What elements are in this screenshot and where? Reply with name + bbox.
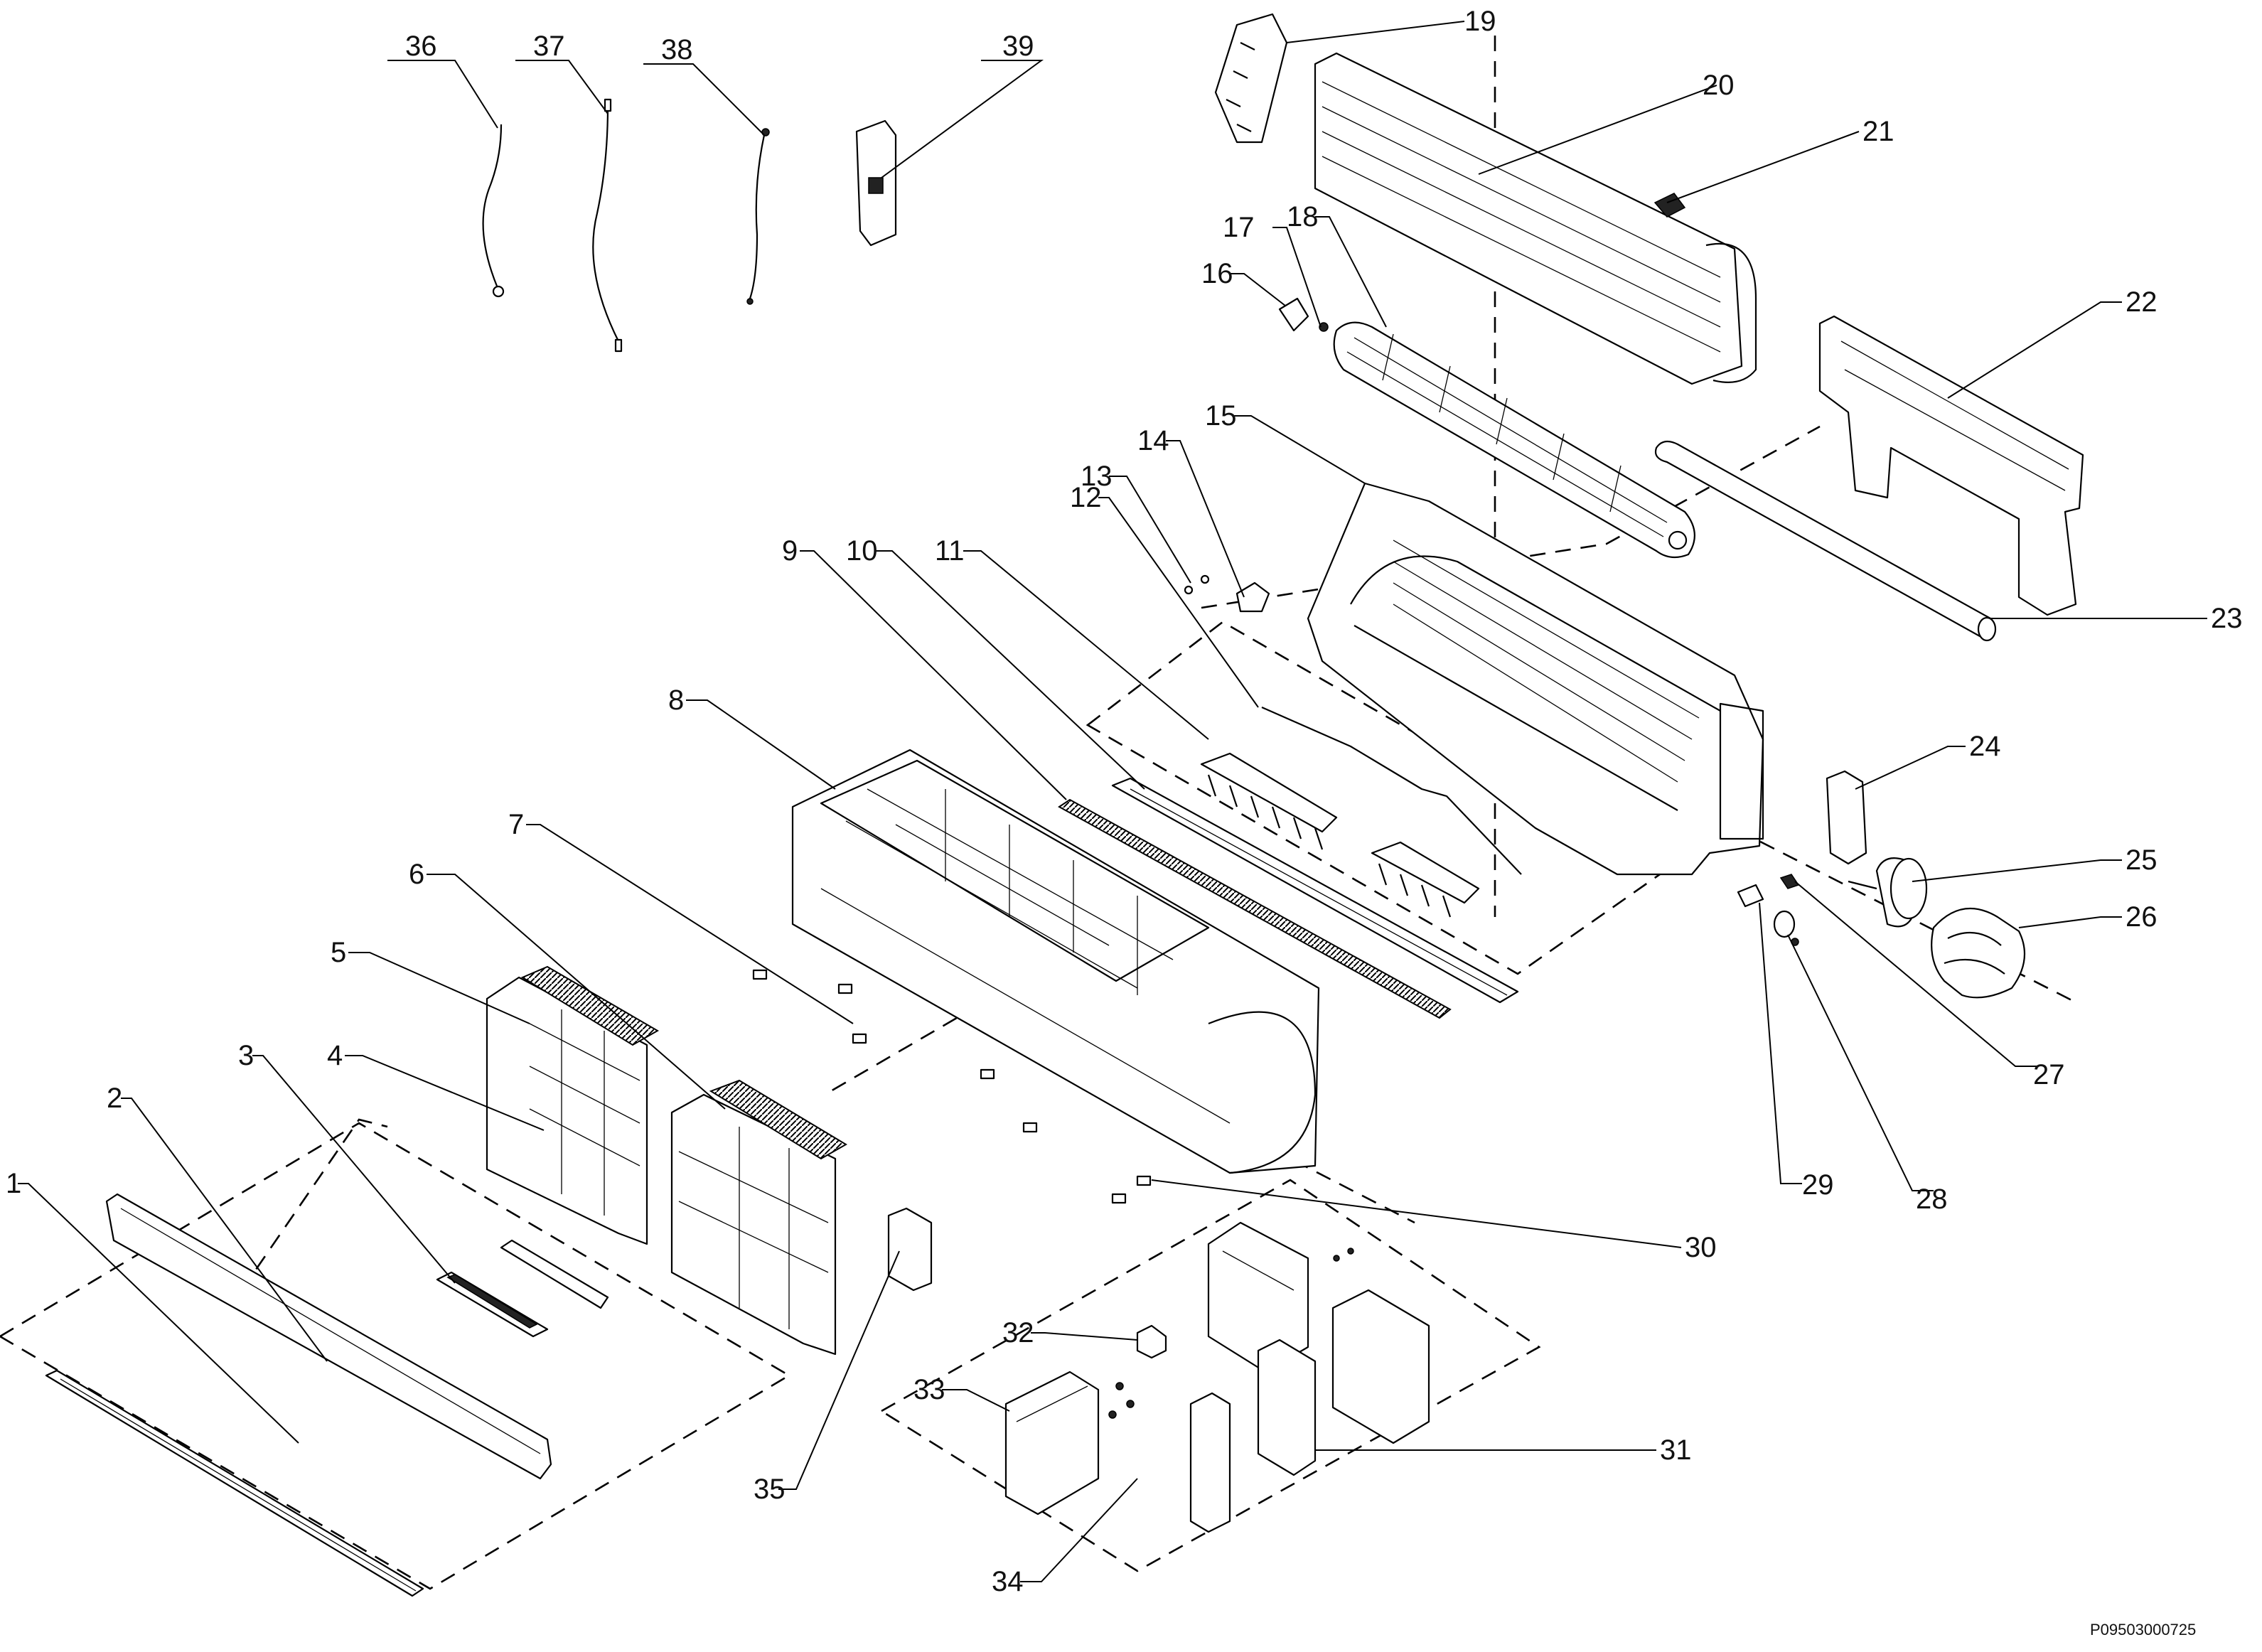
callout-13: 13 — [1081, 461, 1113, 492]
part-25-fan-motor — [1848, 857, 1928, 928]
part-4-5-left-filter — [486, 965, 660, 1245]
callout-28: 28 — [1916, 1184, 1948, 1215]
part-2-front-panel — [105, 1193, 552, 1480]
callout-10: 10 — [846, 535, 878, 567]
callout-36: 36 — [405, 31, 437, 62]
part-23-drain-hose — [1654, 440, 1997, 642]
assembly-guide-lines — [0, 36, 2076, 1590]
part-6-right-filter — [670, 1079, 847, 1356]
callout-29: 29 — [1802, 1169, 1834, 1201]
callout-11: 11 — [935, 535, 965, 567]
part-19-evaporator-bracket — [1214, 13, 1288, 144]
callout-5: 5 — [331, 937, 346, 968]
callout-19: 19 — [1464, 6, 1496, 37]
part-37-cable — [592, 98, 623, 353]
callout-39: 39 — [1002, 31, 1034, 62]
part-3-display-board — [436, 1271, 549, 1338]
part-22-mounting-plate — [1818, 315, 2084, 616]
part-13-14-louver-motor — [1184, 574, 1270, 613]
part-26-motor-cover — [1931, 907, 2026, 999]
part-35-cover-plate — [887, 1207, 933, 1292]
callout-21: 21 — [1862, 116, 1894, 147]
part-7-clips — [752, 969, 1152, 1204]
part-9-horizontal-louver — [1058, 798, 1452, 1019]
callout-32: 32 — [1002, 1317, 1034, 1348]
callout-6: 6 — [409, 859, 424, 890]
callout-16: 16 — [1201, 258, 1233, 289]
callout-30: 30 — [1685, 1232, 1717, 1263]
part-1-panel-strip — [45, 1369, 424, 1597]
callout-14: 14 — [1137, 425, 1169, 456]
callout-9: 9 — [782, 535, 798, 567]
part-20-evaporator — [1314, 52, 1757, 385]
callout-27: 27 — [2033, 1059, 2065, 1090]
part-24-motor-bracket — [1826, 770, 1867, 865]
part-39-remote-holder — [855, 119, 897, 247]
callout-20: 20 — [1703, 70, 1735, 101]
callout-4: 4 — [327, 1040, 343, 1071]
part-11-vertical-louvers — [1200, 752, 1480, 918]
part-hinge-bracket — [500, 1239, 609, 1309]
callout-35: 35 — [754, 1474, 786, 1505]
callout-31: 31 — [1660, 1434, 1692, 1466]
document-code: P09503000725 — [2090, 1621, 2196, 1638]
part-32-terminal — [1136, 1324, 1167, 1359]
callout-34: 34 — [992, 1566, 1024, 1597]
part-36-temp-sensor — [482, 124, 505, 298]
part-12-linkage-rod — [1261, 706, 1522, 875]
callout-38: 38 — [661, 34, 693, 65]
callout-25: 25 — [2126, 844, 2158, 876]
part-15-chassis — [1307, 482, 1764, 876]
part-18-crossflow-fan — [1333, 321, 1695, 559]
part-16-17-bearing — [1278, 297, 1329, 332]
part-10-guide-louver — [1111, 777, 1519, 1004]
callout-12: 12 — [1070, 482, 1102, 513]
callout-24: 24 — [1969, 731, 2001, 762]
callout-leaders — [18, 21, 2207, 1582]
callout-8: 8 — [668, 685, 684, 716]
callout-1: 1 — [6, 1168, 21, 1199]
callout-22: 22 — [2126, 286, 2158, 318]
callout-37: 37 — [533, 31, 565, 62]
callout-15: 15 — [1205, 400, 1237, 431]
callout-labels: 1 2 3 4 5 6 7 8 9 10 11 12 13 14 15 16 1… — [6, 6, 2243, 1597]
part-33-pcb — [1004, 1371, 1100, 1516]
callout-18: 18 — [1287, 201, 1319, 232]
callout-3: 3 — [238, 1040, 254, 1071]
callout-2: 2 — [107, 1083, 122, 1114]
callout-17: 17 — [1223, 212, 1255, 243]
part-38-pipe-sensor — [746, 128, 770, 305]
callout-23: 23 — [2211, 603, 2243, 634]
part-28-29-bearing-assembly — [1737, 884, 1799, 946]
callout-26: 26 — [2126, 901, 2158, 933]
callout-7: 7 — [508, 809, 524, 840]
part-34-screws — [1108, 1382, 1135, 1419]
part-31-electric-box — [1189, 1221, 1430, 1533]
part-8-front-case — [791, 749, 1320, 1174]
callout-33: 33 — [913, 1374, 945, 1405]
